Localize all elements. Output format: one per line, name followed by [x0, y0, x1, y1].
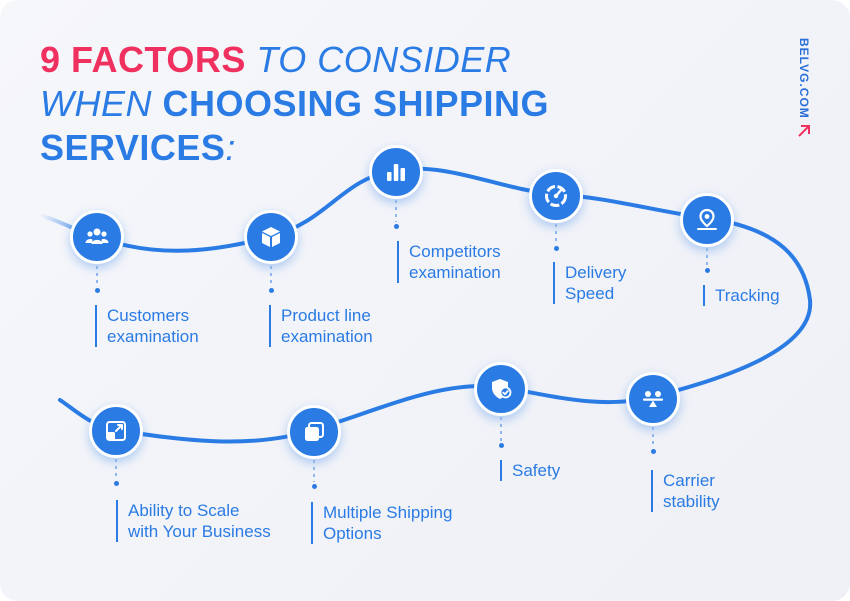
connector-line — [96, 266, 98, 286]
connector-line — [395, 200, 397, 222]
factor-label-ability-to-scale: Ability to Scale with Your Business — [116, 500, 271, 542]
connector-dot — [704, 268, 710, 273]
factor-node-carrier-stability — [626, 372, 680, 426]
arrow-up-right-icon — [798, 125, 810, 137]
factor-label-line: examination — [281, 327, 373, 346]
people-icon — [85, 228, 109, 244]
connector-dot — [94, 288, 100, 293]
connector-line — [706, 248, 708, 266]
factor-label-line: Competitors — [409, 242, 501, 261]
connector-dot — [113, 481, 119, 486]
factor-label-line: Delivery — [565, 263, 627, 282]
factor-label-line: with Your Business — [128, 522, 271, 541]
title-text: TO CONSIDER — [245, 39, 512, 80]
speedometer-icon — [545, 185, 567, 207]
expand-icon — [106, 421, 126, 441]
box-icon — [262, 227, 280, 247]
factor-node-product-line — [244, 210, 298, 264]
connector-line — [555, 224, 557, 244]
factor-label-line: Multiple Shipping — [323, 503, 453, 522]
connector-dot — [393, 224, 399, 229]
factor-node-ability-to-scale — [89, 404, 143, 458]
connector-dot — [268, 288, 274, 293]
factor-node-competitors — [369, 145, 423, 199]
title-highlight: 9 FACTORS — [40, 39, 246, 80]
scale-balance-icon — [643, 391, 663, 407]
factor-label-carrier-stability: Carrier stability — [651, 470, 720, 512]
connector-dot — [650, 449, 656, 454]
brand-logo: BELVG.COM — [794, 38, 814, 148]
factor-label-competitors: Competitors examination — [397, 241, 501, 283]
factor-label-line: Safety — [512, 461, 561, 480]
bar-chart-icon — [387, 164, 405, 181]
factor-label-line: stability — [663, 492, 720, 511]
factor-node-tracking — [680, 193, 734, 247]
factor-label-line: Product line — [281, 306, 371, 325]
connector-line — [270, 266, 272, 286]
connector-line — [500, 417, 502, 441]
factor-label-line: Customers — [107, 306, 190, 325]
factor-label-line: Ability to Scale — [128, 501, 240, 520]
factor-label-safety: Safety — [500, 460, 560, 481]
factor-node-safety — [474, 362, 528, 416]
connector-line — [313, 460, 315, 482]
factor-label-line: Tracking — [715, 286, 780, 305]
layers-icon — [305, 422, 324, 441]
shield-check-icon — [492, 379, 512, 399]
connector-dot — [498, 443, 504, 448]
factor-label-multiple-options: Multiple Shipping Options — [311, 502, 452, 544]
factor-label-line: Speed — [565, 284, 615, 303]
factor-label-line: Carrier — [663, 471, 715, 490]
factor-node-delivery-speed — [529, 169, 583, 223]
title-emphasis: CHOOSING SHIPPING — [162, 83, 550, 124]
connector-line — [115, 459, 117, 479]
factor-label-delivery-speed: Delivery Speed — [553, 262, 626, 304]
title-emphasis: SERVICES — [40, 127, 226, 168]
location-pin-icon — [697, 208, 717, 230]
connector-line — [652, 427, 654, 447]
factor-node-customers — [70, 210, 124, 264]
factor-node-multiple-options — [287, 405, 341, 459]
factor-label-line: examination — [409, 263, 501, 282]
page-title: 9 FACTORS TO CONSIDER WHEN CHOOSING SHIP… — [40, 38, 549, 170]
connector-dot — [311, 484, 317, 489]
title-text: WHEN — [40, 83, 163, 124]
connector-dot — [553, 246, 559, 251]
factor-label-tracking: Tracking — [703, 285, 780, 306]
factor-label-product-line: Product line examination — [269, 305, 373, 347]
factor-label-customers: Customers examination — [95, 305, 199, 347]
factor-label-line: examination — [107, 327, 199, 346]
factor-label-line: Options — [323, 524, 382, 543]
title-colon: : — [225, 127, 236, 168]
